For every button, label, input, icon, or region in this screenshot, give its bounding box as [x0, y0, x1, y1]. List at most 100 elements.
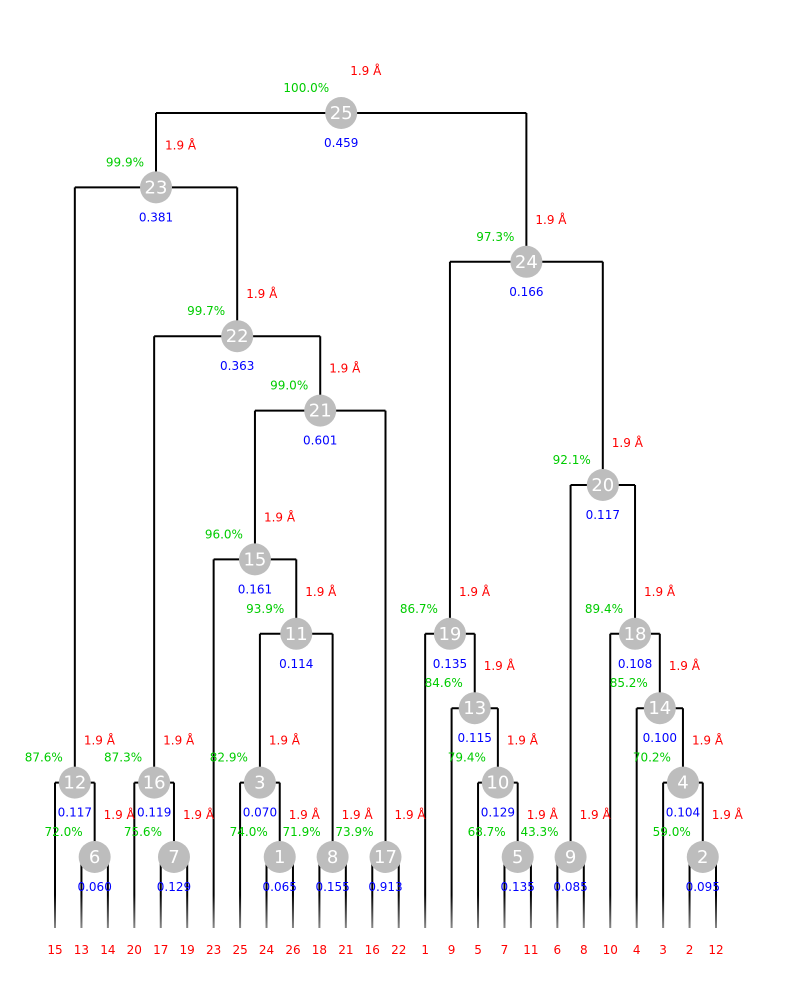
distance-label: 0.129: [481, 806, 515, 820]
node-id: 20: [591, 475, 614, 496]
resolution-label: 1.9 Å: [535, 212, 567, 227]
node-id: 10: [486, 773, 509, 794]
node-id: 22: [226, 326, 249, 347]
node-id: 6: [89, 847, 100, 868]
leaf-label: 6: [554, 943, 562, 957]
distance-label: 0.060: [77, 880, 111, 894]
distance-label: 0.065: [263, 880, 297, 894]
leaf-label: 1: [421, 943, 429, 957]
leaf-label: 9: [448, 943, 456, 957]
distance-label: 0.115: [458, 731, 492, 745]
leaf-label: 18: [312, 943, 327, 957]
node-id: 1: [274, 847, 285, 868]
distance-label: 0.085: [553, 880, 587, 894]
support-label: 93.9%: [246, 602, 284, 616]
resolution-label: 1.9 Å: [459, 584, 491, 599]
node-id: 13: [463, 698, 486, 719]
leaf-label: 12: [708, 943, 723, 957]
node-circle: [433, 617, 466, 650]
resolution-label: 1.9 Å: [305, 584, 337, 599]
leaf-label: 2: [686, 943, 694, 957]
support-label: 75.6%: [124, 825, 162, 839]
node-circle: [280, 617, 313, 650]
resolution-label: 1.9 Å: [484, 658, 516, 673]
leaf-branch-fade: [159, 895, 162, 928]
leaf-branch-fade: [582, 895, 585, 928]
resolution-label: 1.9 Å: [264, 509, 296, 524]
support-label: 43.3%: [520, 825, 558, 839]
leaf-branch-fade: [318, 895, 321, 928]
distance-label: 0.459: [324, 136, 358, 150]
distance-label: 0.114: [279, 657, 313, 671]
node-circle: [619, 617, 652, 650]
node-circle: [58, 766, 91, 799]
distance-label: 0.100: [643, 731, 677, 745]
leaf-branch-fade: [529, 895, 532, 928]
distance-label: 0.095: [686, 880, 720, 894]
leaf-branch-fade: [344, 895, 347, 928]
support-label: 85.2%: [610, 676, 648, 690]
distance-label: 0.117: [58, 806, 92, 820]
leaf-label: 11: [523, 943, 538, 957]
resolution-label: 1.9 Å: [246, 286, 278, 301]
leaf-branch-fade: [106, 895, 109, 928]
support-label: 74.0%: [230, 825, 268, 839]
leaf-branch-fade: [265, 895, 268, 928]
leaf-label: 7: [501, 943, 509, 957]
distance-label: 0.108: [618, 657, 652, 671]
support-label: 71.9%: [282, 825, 320, 839]
node-id: 19: [438, 624, 461, 645]
leaf-label: 14: [100, 943, 115, 957]
support-label: 87.6%: [25, 751, 63, 765]
leaf-branch-fade: [503, 895, 506, 928]
support-label: 59.0%: [653, 825, 691, 839]
node-id: 2: [697, 847, 708, 868]
resolution-label: 1.9 Å: [84, 733, 116, 748]
node-id: 3: [254, 773, 265, 794]
node-circle: [458, 692, 491, 725]
resolution-label: 1.9 Å: [612, 435, 644, 450]
resolution-label: 1.9 Å: [692, 733, 724, 748]
leaf-label: 20: [127, 943, 142, 957]
leaf-branch-fade: [450, 895, 453, 928]
leaf-label: 26: [285, 943, 300, 957]
node-circle: [554, 841, 587, 873]
support-label: 89.4%: [585, 602, 623, 616]
leaf-label: 10: [603, 943, 618, 957]
distance-label: 0.363: [220, 359, 254, 373]
resolution-label: 1.9 Å: [329, 361, 361, 376]
leaf-branch-fade: [371, 895, 374, 928]
support-label: 68.7%: [468, 825, 506, 839]
node-circle: [369, 841, 402, 873]
resolution-label: 1.9 Å: [104, 807, 136, 822]
distance-label: 0.913: [368, 880, 402, 894]
leaf-branch-fade: [477, 895, 480, 928]
node-circle: [666, 766, 699, 799]
leaf-branch-fade: [80, 895, 83, 928]
resolution-label: 1.9 Å: [165, 137, 197, 152]
leaf-branch-fade: [186, 895, 189, 928]
node-circle: [510, 245, 543, 278]
support-label: 100.0%: [283, 81, 329, 95]
support-label: 72.0%: [45, 825, 83, 839]
leaf-label: 25: [232, 943, 247, 957]
distance-label: 0.135: [501, 880, 535, 894]
node-id: 21: [309, 401, 332, 422]
node-circle: [501, 841, 534, 873]
leaf-label: 15: [47, 943, 62, 957]
support-label: 92.1%: [553, 453, 591, 467]
node-circle: [325, 97, 358, 129]
resolution-label: 1.9 Å: [712, 807, 744, 822]
support-label: 99.9%: [106, 155, 144, 169]
node-id: 15: [243, 549, 266, 570]
distance-label: 0.119: [137, 806, 171, 820]
leaf-branch-fade: [424, 895, 427, 928]
leaf-branch-fade: [662, 895, 665, 928]
node-circle: [643, 692, 676, 725]
leaf-label: 13: [74, 943, 89, 957]
node-circle: [316, 841, 349, 873]
node-circle: [481, 766, 514, 799]
resolution-label: 1.9 Å: [163, 733, 195, 748]
